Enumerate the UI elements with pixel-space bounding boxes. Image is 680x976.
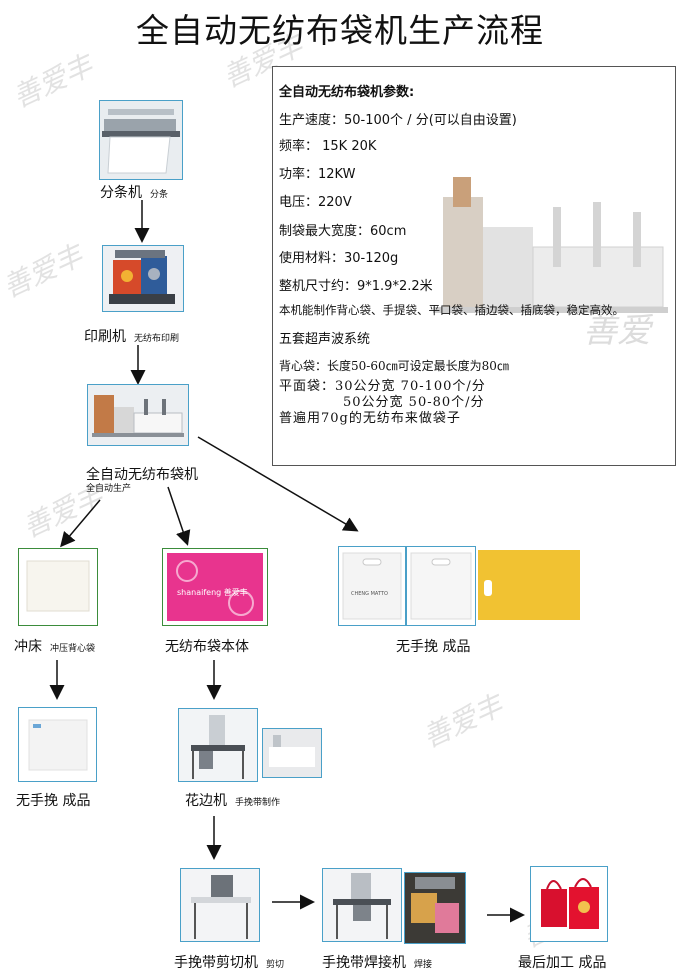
bagmachine-caption: 全自动无纺布袋机 bbox=[86, 467, 198, 483]
arrow-to-bagbody bbox=[167, 486, 191, 546]
ultrasonic-lace-machine-icon bbox=[179, 709, 257, 781]
final-caption: 最后加工 成品 bbox=[518, 955, 607, 971]
handle-strap-icon bbox=[263, 729, 321, 777]
machine-background-illustration: 善爱 bbox=[433, 177, 668, 351]
nohandle-caption: 无手挽 成品 bbox=[396, 639, 471, 655]
pink-bag-icon: shanaifeng 善爱丰 bbox=[163, 549, 267, 625]
page-title: 全自动无纺布袋机生产流程 bbox=[136, 11, 544, 50]
yellow-bag-icon bbox=[476, 546, 582, 624]
spec-line: 整机尺寸约：9*1.9*2.2米 bbox=[279, 279, 433, 294]
spec-heading: 全自动无纺布袋机参数: bbox=[279, 85, 415, 100]
white-bag-icon bbox=[407, 547, 475, 625]
spec-panel: 善爱 全自动无纺布袋机参数: 生产速度：50-100个 / 分(可以自由设置) … bbox=[272, 66, 676, 466]
spec-note: 普遍用70g的无纺布来做袋子 bbox=[279, 411, 461, 426]
lace-photo bbox=[178, 708, 258, 782]
welder-product-photo bbox=[404, 872, 466, 944]
spec-note: 50公分宽 50-80个/分 bbox=[343, 395, 485, 410]
punch-result-caption: 无手挽 成品 bbox=[16, 793, 91, 809]
spec-line: 五套超声波系统 bbox=[279, 332, 371, 347]
final-photo bbox=[530, 866, 608, 942]
nohandle-photo-2 bbox=[406, 546, 476, 626]
plain-bag-icon bbox=[19, 549, 97, 625]
bag-print-text: CHENG MATTO bbox=[351, 591, 388, 597]
punch-result-photo bbox=[18, 707, 97, 782]
bag-making-machine-icon bbox=[88, 385, 188, 445]
spec-line: 生产速度：50-100个 / 分(可以自由设置) bbox=[279, 113, 517, 128]
arrow-to-nohandle bbox=[197, 436, 359, 532]
svg-text:善爱: 善爱 bbox=[583, 311, 654, 351]
printing-machine-icon bbox=[103, 246, 183, 311]
punch-caption: 冲床冲压背心袋 bbox=[14, 639, 96, 655]
slitter-photo bbox=[99, 100, 183, 180]
white-bag-icon: CHENG MATTO bbox=[339, 547, 405, 625]
spec-line: 本机能制作背心袋、手提袋、平口袋、插边袋、插底袋，稳定高效。 bbox=[279, 303, 624, 317]
bagbody-photo: shanaifeng 善爱丰 bbox=[162, 548, 268, 626]
cutter-photo bbox=[180, 868, 260, 942]
lace-product-photo bbox=[262, 728, 322, 778]
printer-photo bbox=[102, 245, 184, 312]
bagmachine-photo bbox=[87, 384, 189, 446]
bagbody-caption: 无纺布袋本体 bbox=[165, 639, 249, 655]
spec-line: 频率： 15K 20K bbox=[279, 139, 377, 154]
nohandle-photo-1: CHENG MATTO bbox=[338, 546, 406, 626]
spec-line: 使用材料：30-120g bbox=[279, 251, 399, 266]
spec-note: 背心袋：长度50-60㎝可设定最长度为80㎝ bbox=[279, 359, 509, 373]
welding-closeup-icon bbox=[405, 873, 465, 943]
punch-photo bbox=[18, 548, 98, 626]
slitter-machine-icon bbox=[100, 101, 182, 179]
arrow-to-punch bbox=[60, 499, 101, 548]
lace-caption: 花边机手挽带制作 bbox=[185, 793, 281, 809]
welder-caption: 手挽带焊接机焊接 bbox=[322, 955, 433, 971]
spec-note: 平面袋：30公分宽 70-100个/分 bbox=[279, 379, 486, 394]
spec-line: 制袋最大宽度：60cm bbox=[279, 224, 407, 239]
strap-welding-machine-icon bbox=[323, 869, 401, 941]
bagmachine-subcaption: 全自动生产 bbox=[86, 484, 132, 494]
spec-line: 功率：12KW bbox=[279, 167, 356, 182]
welder-photo bbox=[322, 868, 402, 942]
bag-brand-text: shanaifeng 善爱丰 bbox=[177, 587, 248, 597]
nohandle-photo-3 bbox=[476, 546, 582, 624]
red-handle-bag-icon bbox=[531, 867, 607, 941]
strap-cutting-machine-icon bbox=[181, 869, 259, 941]
vest-bag-icon bbox=[19, 708, 96, 781]
spec-line: 电压：220V bbox=[279, 195, 352, 210]
slitter-caption: 分条机分条 bbox=[100, 185, 169, 201]
cutter-caption: 手挽带剪切机剪切 bbox=[174, 955, 285, 971]
printer-caption: 印刷机无纺布印刷 bbox=[84, 329, 180, 345]
